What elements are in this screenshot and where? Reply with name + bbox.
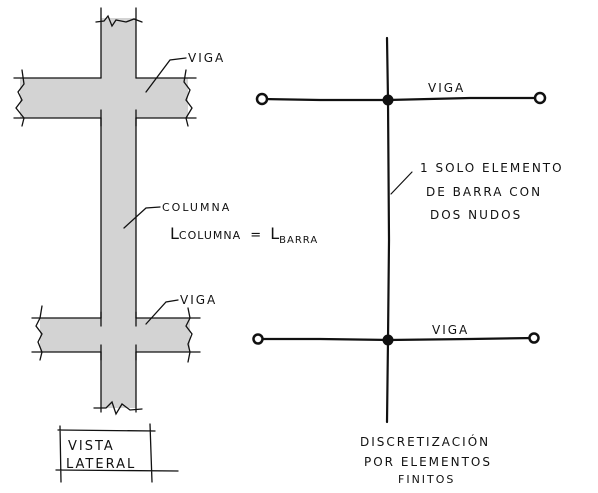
node-top-center <box>382 94 394 106</box>
leader-column <box>123 206 161 229</box>
lateral-column-label: COLUMNA <box>162 201 232 214</box>
fem-caption-line3: FINITOS <box>398 473 456 486</box>
lateral-outlines <box>13 7 201 483</box>
top-beam <box>20 78 188 118</box>
fem-column-line <box>385 36 391 424</box>
fem-beam-bottom-line <box>256 336 536 342</box>
lateral-structure <box>20 18 190 408</box>
lateral-beam-bottom-label: VIGA <box>180 293 218 307</box>
length-eq-sub-left: COLUMNA <box>178 229 242 242</box>
fem-note-line2: DE BARRA CON <box>426 185 543 199</box>
node-top-right <box>533 91 547 105</box>
fem-leader <box>390 171 413 195</box>
fem-beam-bottom-label: VIGA <box>432 323 470 337</box>
node-top-left <box>255 92 269 106</box>
fem-beam-top-line <box>260 96 542 102</box>
node-bottom-right <box>528 332 540 344</box>
fem-beam-top-label: VIGA <box>428 81 466 95</box>
fem-nodes <box>252 91 547 346</box>
node-bottom-center <box>382 334 394 346</box>
length-equation: LCOLUMNA = LBARRA <box>170 224 319 246</box>
length-eq-mid: = <box>250 228 262 243</box>
length-eq-sub-right: BARRA <box>279 235 319 246</box>
lateral-beam-top-label: VIGA <box>188 51 226 65</box>
fem-caption-line2: POR ELEMENTOS <box>364 455 492 469</box>
leader-beam-top <box>145 57 187 93</box>
fem-note-line3: DOS NUDOS <box>430 208 523 222</box>
lateral-title-line1: VISTA <box>68 439 115 454</box>
length-eq-left: L <box>170 224 179 243</box>
leader-beam-bottom <box>145 299 179 325</box>
title-box <box>55 423 179 483</box>
node-bottom-left <box>252 333 264 345</box>
fem-caption-line1: DISCRETIZACIÓN <box>360 435 491 449</box>
lateral-title-line2: LATERAL <box>66 457 137 472</box>
fem-note-line1: 1 SOLO ELEMENTO <box>420 161 564 175</box>
length-eq-right: L <box>270 224 280 243</box>
bottom-beam <box>40 318 190 352</box>
